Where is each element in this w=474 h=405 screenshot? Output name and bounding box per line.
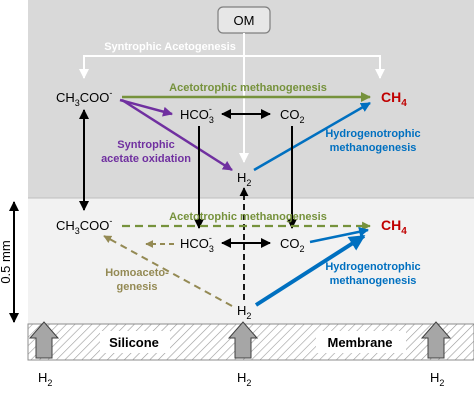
silicone-label-bg [100,331,170,353]
lower-co2-to-methane-arrow [309,226,369,244]
h2-source-right: H2 [430,370,444,388]
upper-acetate: CH3COO- [56,88,112,108]
membrane-label-bg [316,331,406,353]
silicone-label: Silicone [109,335,159,350]
lower-acetate: CH3COO- [56,216,112,236]
scale-label: 0.5 mm [0,240,13,283]
lower-methane: CH4 [381,217,407,237]
homoacetogenesis-label: Homoaceto-genesis [105,267,169,293]
upper-bicarbonate: HCO3- [180,104,214,125]
upper-h2: H2 [237,170,251,188]
membrane-label: Membrane [327,335,392,350]
syntrophic-acetogenesis-label: Syntrophic Acetogenesis [104,41,236,53]
upper-acetotrophic-label: Acetotrophic methanogenesis [169,82,327,94]
h2-supply-arrow-center [227,321,259,359]
h2-source-center: H2 [237,370,251,388]
h2-supply-arrow-right [420,321,452,359]
h2-supply-arrow-left [28,321,60,359]
lower-h2: H2 [237,303,251,321]
om-to-co2-arrow [244,55,385,79]
lower-acetotrophic-label: Acetotrophic methanogenesis [169,211,327,223]
om-label: OM [234,13,255,28]
homoacetogenesis-h2-arrow [103,235,233,307]
h2-source-left: H2 [38,370,52,388]
lower-co2: CO2 [280,236,305,254]
lower-zone-bg [28,198,474,324]
om-to-acetate-arrow [79,33,245,79]
sao-to-bicarbonate-arrow [119,98,173,117]
upper-methane: CH4 [381,89,407,109]
upper-hydrogenotrophic-arrow [253,101,371,172]
sao-to-h2-arrow [121,98,233,172]
lower-bicarbonate: HCO3- [180,233,214,254]
upper-co2: CO2 [280,107,305,125]
lower-hydrogenotrophic-arrow [254,234,366,307]
